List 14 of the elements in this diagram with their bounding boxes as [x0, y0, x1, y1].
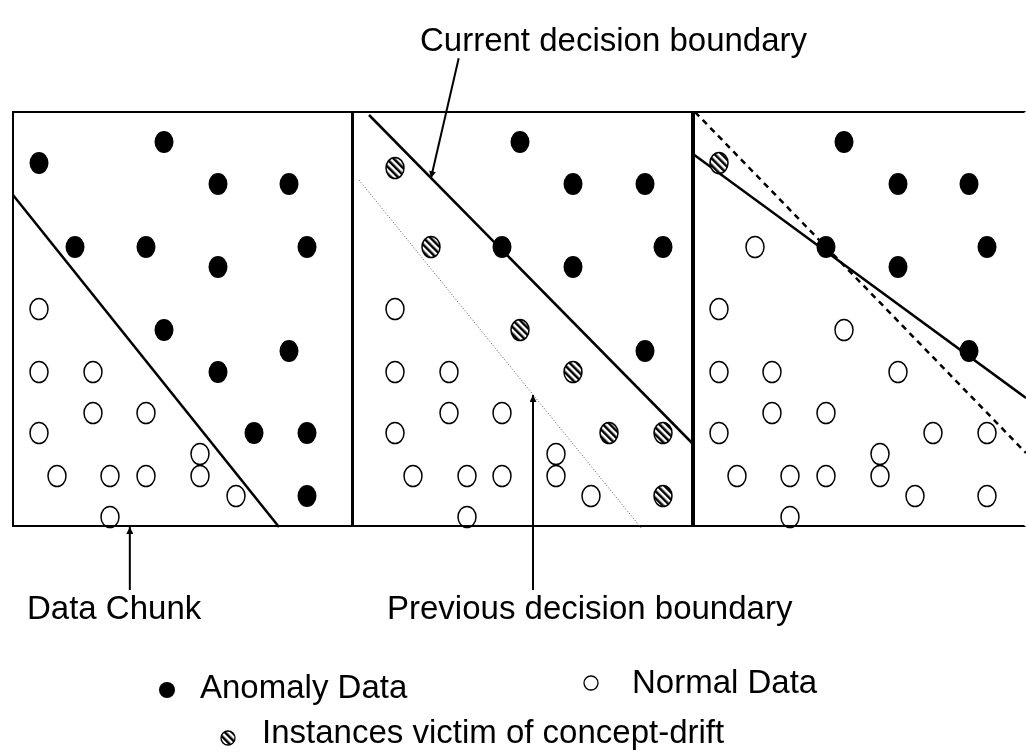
decision-boundary-line: [368, 114, 695, 446]
data-chunk-panel: [693, 111, 1026, 527]
leader-line: [126, 526, 134, 591]
leader-line: [529, 394, 537, 591]
callout-text: Current decision boundary: [420, 22, 808, 59]
leader-line: [429, 57, 460, 179]
legend-text: Instances victim of concept-drift: [262, 714, 725, 751]
callout-text: Data Chunk: [27, 590, 202, 627]
legend-text: Anomaly Data: [200, 669, 408, 706]
legend-text: Normal Data: [632, 664, 818, 701]
previous-boundary-line: [358, 179, 643, 530]
data-chunk-panel: [352, 111, 693, 527]
callout-text: Previous decision boundary: [387, 590, 793, 627]
data-chunk-panel: [12, 111, 353, 527]
